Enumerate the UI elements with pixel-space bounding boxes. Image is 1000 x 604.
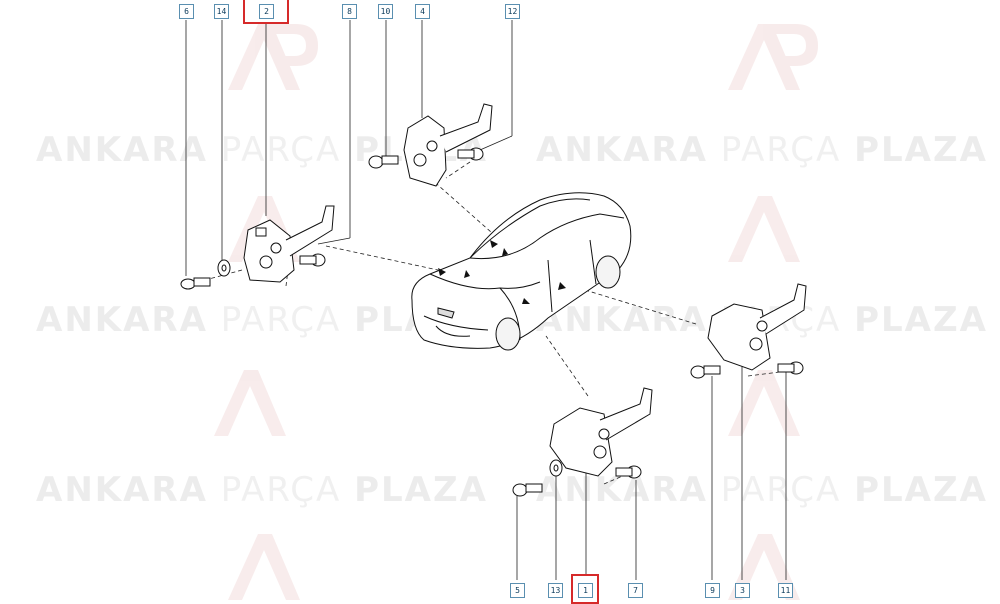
callout-6[interactable]: 6 bbox=[179, 4, 194, 19]
callout-4[interactable]: 4 bbox=[415, 4, 430, 19]
bolt-12 bbox=[457, 147, 484, 161]
callout-13[interactable]: 13 bbox=[548, 583, 563, 598]
callout-8[interactable]: 8 bbox=[342, 4, 357, 19]
callout-7[interactable]: 7 bbox=[628, 583, 643, 598]
callout-11[interactable]: 11 bbox=[778, 583, 793, 598]
bolt-6 bbox=[180, 277, 211, 290]
washer-13 bbox=[549, 459, 563, 477]
bolt-5 bbox=[512, 483, 543, 497]
washer-14 bbox=[217, 259, 231, 277]
highlight-box-2 bbox=[243, 0, 289, 24]
callout-5[interactable]: 5 bbox=[510, 583, 525, 598]
bolt-8 bbox=[299, 253, 326, 267]
hinge-markers bbox=[438, 240, 566, 304]
hinge-part-1 bbox=[549, 387, 653, 477]
callout-9[interactable]: 9 bbox=[705, 583, 720, 598]
callout-10[interactable]: 10 bbox=[378, 4, 393, 19]
bolt-10 bbox=[368, 155, 399, 169]
hinge-part-2 bbox=[243, 205, 335, 283]
bolt-9 bbox=[690, 365, 721, 379]
callout-2[interactable]: 2 bbox=[259, 4, 274, 19]
hinge-part-3 bbox=[707, 283, 807, 371]
callout-1[interactable]: 1 bbox=[578, 583, 593, 598]
callout-14[interactable]: 14 bbox=[214, 4, 229, 19]
bolt-11 bbox=[777, 361, 804, 375]
callout-12[interactable]: 12 bbox=[505, 4, 520, 19]
watermark-text: ANKARA PARÇA PLAZA bbox=[36, 470, 488, 510]
hinge-part-4 bbox=[403, 103, 493, 187]
callout-3[interactable]: 3 bbox=[735, 583, 750, 598]
bolt-7 bbox=[615, 465, 642, 479]
watermark-text: ANKARA PARÇA PLAZA bbox=[536, 470, 988, 510]
car-illustration bbox=[411, 192, 632, 351]
watermark-text: ANKARA PARÇA PLAZA bbox=[536, 130, 988, 170]
